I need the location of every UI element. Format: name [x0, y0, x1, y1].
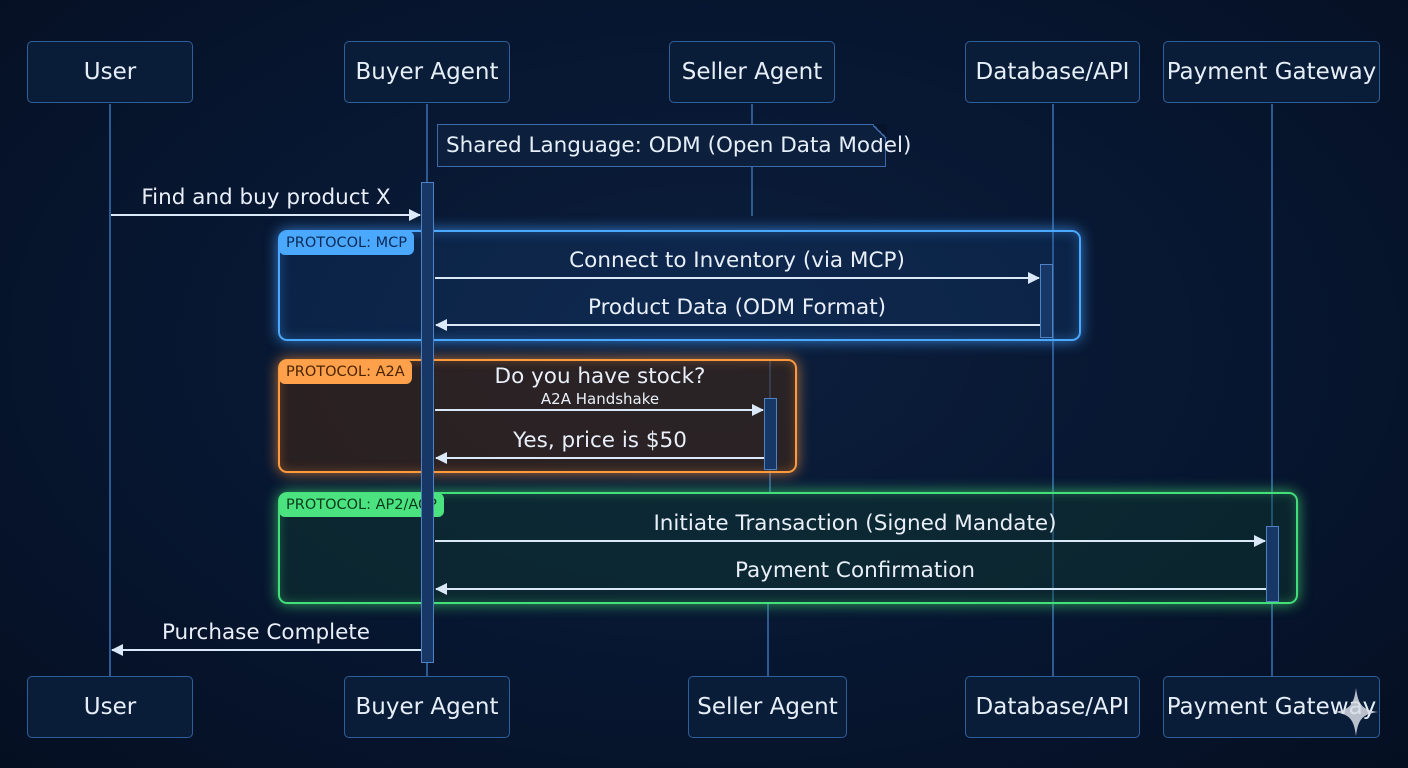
- message-purchase-complete: Purchase Complete: [161, 620, 371, 645]
- message-stock-query-subtext: A2A Handshake: [540, 390, 660, 408]
- participant-seller-agent-top: Seller Agent: [669, 41, 835, 103]
- message-initiate-transaction: Initiate Transaction (Signed Mandate): [653, 511, 1057, 536]
- message-product-data: Product Data (ODM Format): [587, 295, 887, 320]
- participant-payment-gateway-top: Payment Gateway: [1163, 41, 1380, 103]
- note-fold-corner: [872, 123, 887, 138]
- shared-language-note: Shared Language: ODM (Open Data Model): [437, 123, 911, 167]
- message-find-and-buy: Find and buy product X: [141, 185, 391, 210]
- participant-buyer-agent-bottom: Buyer Agent: [344, 676, 510, 738]
- participant-seller-agent-bottom: Seller Agent: [688, 676, 847, 738]
- activation-payment-gateway: [1266, 526, 1279, 602]
- participant-user-bottom: User: [27, 676, 193, 738]
- protocol-box-ap2-acp: [278, 492, 1298, 604]
- activation-database-api: [1040, 264, 1053, 338]
- message-price-reply: Yes, price is $50: [513, 428, 687, 453]
- message-connect-inventory: Connect to Inventory (via MCP): [569, 248, 905, 273]
- participant-buyer-agent-top: Buyer Agent: [344, 41, 510, 103]
- activation-buyer-agent: [421, 182, 434, 663]
- protocol-tag-a2a: PROTOCOL: A2A: [279, 360, 412, 384]
- protocol-tag-mcp: PROTOCOL: MCP: [279, 231, 414, 255]
- participant-user-top: User: [27, 41, 193, 103]
- message-stock-query: Do you have stock?: [494, 364, 706, 389]
- protocol-tag-ap2-acp: PROTOCOL: AP2/ACP: [279, 493, 444, 517]
- participant-database-api-top: Database/API: [965, 41, 1140, 103]
- activation-seller-agent: [764, 398, 777, 470]
- note-text: Shared Language: ODM (Open Data Model): [446, 133, 912, 158]
- participant-database-api-bottom: Database/API: [965, 676, 1140, 738]
- message-payment-confirmation: Payment Confirmation: [734, 558, 976, 583]
- sparkle-icon: [1334, 688, 1378, 736]
- participant-payment-gateway-bottom: Payment Gateway: [1163, 676, 1380, 738]
